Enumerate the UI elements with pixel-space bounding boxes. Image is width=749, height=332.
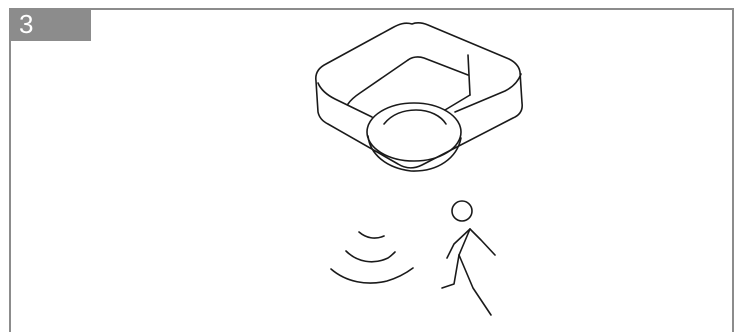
detection-waves-icon xyxy=(330,231,414,284)
step-number-badge: 3 xyxy=(9,8,91,41)
ceiling-motion-sensor-icon xyxy=(315,22,523,172)
walking-person-icon xyxy=(441,200,496,316)
illustration-frame xyxy=(9,8,734,332)
